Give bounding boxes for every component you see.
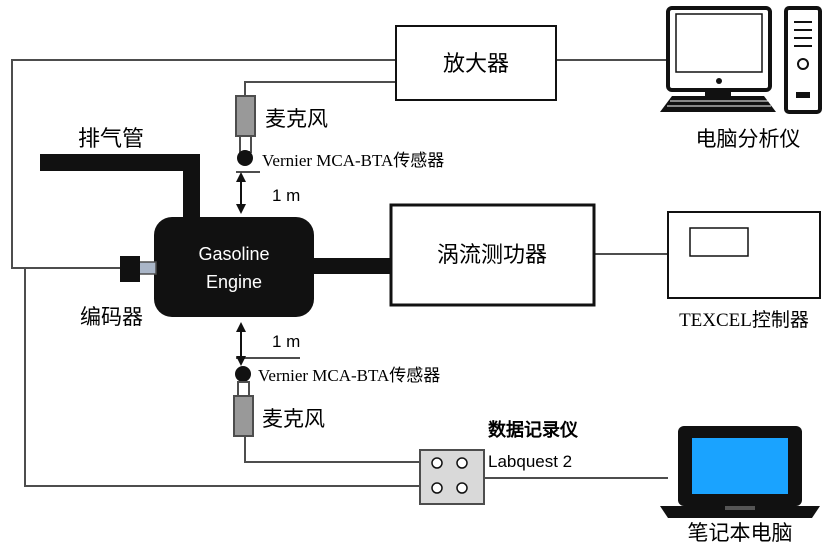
distance-top-label: 1 m xyxy=(272,186,300,205)
engine-label-line1: Gasoline xyxy=(198,244,269,264)
wire-microphone-amplifier xyxy=(244,81,396,96)
microphone-bottom-label: 麦克风 xyxy=(262,407,325,431)
microphone-bottom-stem xyxy=(237,381,250,397)
sensor-bottom xyxy=(235,366,251,382)
dynamometer-label: 涡流测功器 xyxy=(437,243,547,268)
desktop-computer-icon xyxy=(660,6,822,114)
distance-bottom-label: 1 m xyxy=(272,332,300,351)
amplifier xyxy=(395,25,557,101)
data-logger-label: 数据记录仪 xyxy=(488,419,579,441)
microphone-top-stem xyxy=(239,135,252,153)
data-logger-box xyxy=(419,449,485,505)
computer-analyzer-label: 电脑分析仪 xyxy=(696,127,801,151)
logger-port xyxy=(456,457,468,469)
wire-microphone-logger xyxy=(244,436,420,463)
sensor-top-label: Vernier MCA-BTA传感器 xyxy=(262,151,444,170)
encoder-shaft xyxy=(137,261,157,275)
microphone-bottom xyxy=(233,395,254,437)
logger-port xyxy=(431,482,443,494)
wire-left-loop-logger xyxy=(24,268,420,487)
laptop-icon xyxy=(660,426,820,518)
engine: Gasoline Engine xyxy=(154,217,314,317)
exhaust-pipe-label: 排气管 xyxy=(78,127,144,152)
dynamometer xyxy=(389,203,596,307)
engine-label-line2: Engine xyxy=(206,272,262,292)
sensor-top xyxy=(237,150,253,166)
wire-amplifier-left-loop xyxy=(11,59,396,269)
distance-arrow-top xyxy=(236,172,246,214)
sensor-bottom-label: Vernier MCA-BTA传感器 xyxy=(258,366,440,385)
encoder-label: 编码器 xyxy=(80,305,143,329)
controller-label: TEXCEL控制器 xyxy=(679,309,809,331)
drive-shaft xyxy=(312,258,392,274)
exhaust-pipe xyxy=(40,154,200,224)
encoder xyxy=(120,256,140,282)
laptop-label: 笔记本电脑 xyxy=(688,521,793,545)
controller-box-icon xyxy=(667,211,821,299)
logger-port xyxy=(456,482,468,494)
signal-wires xyxy=(11,59,668,487)
amplifier-label: 放大器 xyxy=(443,52,509,77)
logger-port xyxy=(431,457,443,469)
distance-arrow-bottom xyxy=(236,322,246,366)
labquest-label: Labquest 2 xyxy=(488,452,572,471)
microphone-top-label: 麦克风 xyxy=(265,107,328,131)
microphone-top xyxy=(235,95,256,137)
